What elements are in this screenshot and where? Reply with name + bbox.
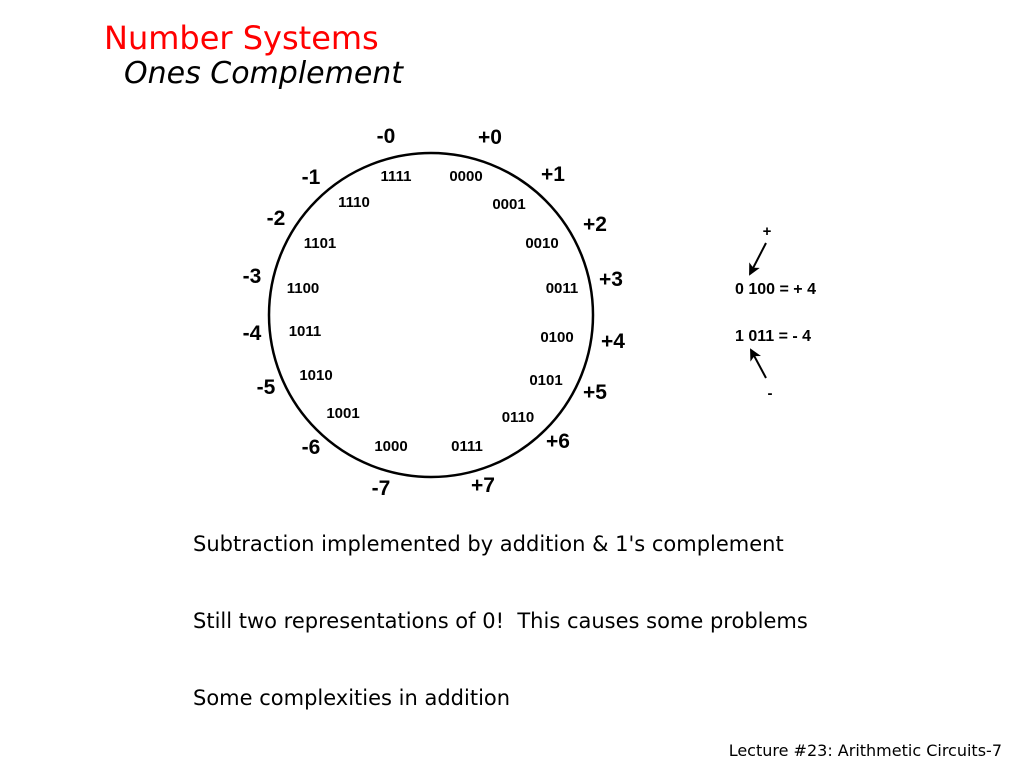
wheel-value-label: -6 [302,436,321,459]
bullet-addition-complexities: Some complexities in addition [193,686,511,710]
wheel-code-label: 0000 [449,168,482,185]
minus-sign-label: - [768,385,773,402]
wheel-value-label: -7 [372,477,391,500]
slide-subtitle: Ones Complement [124,56,404,91]
wheel-code-label: 0011 [546,280,579,297]
wheel-value-label: -0 [377,125,396,148]
wheel-value-label: +4 [601,330,625,353]
bullet-subtraction: Subtraction implemented by addition & 1'… [193,532,784,556]
wheel-code-label: 1011 [289,323,322,340]
wheel-code-label: 1110 [338,194,370,211]
wheel-code-label: 0100 [540,329,573,346]
wheel-value-label: +3 [599,268,623,291]
wheel-value-label: -5 [257,376,276,399]
wheel-code-label: 0101 [529,372,562,389]
bullet-two-zeros: Still two representations of 0! This cau… [193,609,808,633]
slide-title: Number Systems [104,19,379,57]
plus-arrow-icon [749,242,767,276]
wheel-value-label: +0 [478,126,502,149]
slide-footer: Lecture #23: Arithmetic Circuits-7 [728,741,1002,760]
wheel-code-label: 1100 [287,280,320,297]
wheel-value-label: -3 [243,265,262,288]
wheel-value-label: -1 [302,166,321,189]
wheel-code-label: 1101 [304,235,337,252]
wheel-code-label: 1010 [299,367,332,384]
positive-four-equation: 0 100 = + 4 [735,281,816,298]
wheel-value-label: -4 [243,322,262,345]
wheel-value-label: +7 [471,474,495,497]
negative-four-equation: 1 011 = - 4 [735,328,811,345]
plus-sign-label: + [763,223,772,240]
wheel-code-label: 0010 [525,235,558,252]
wheel-code-label: 0001 [492,196,525,213]
wheel-value-label: +6 [546,430,570,453]
wheel-value-label: +1 [541,163,565,186]
minus-arrow-icon [750,348,767,379]
wheel-value-label: +2 [583,213,607,236]
wheel-value-label: -2 [267,207,286,230]
wheel-code-label: 1001 [326,405,359,422]
wheel-value-label: +5 [583,381,607,404]
wheel-code-label: 1111 [381,168,412,185]
wheel-code-label: 1000 [374,438,407,455]
wheel-code-label: 0111 [451,438,483,455]
wheel-code-label: 0110 [502,409,535,426]
number-wheel-circle [267,151,595,479]
